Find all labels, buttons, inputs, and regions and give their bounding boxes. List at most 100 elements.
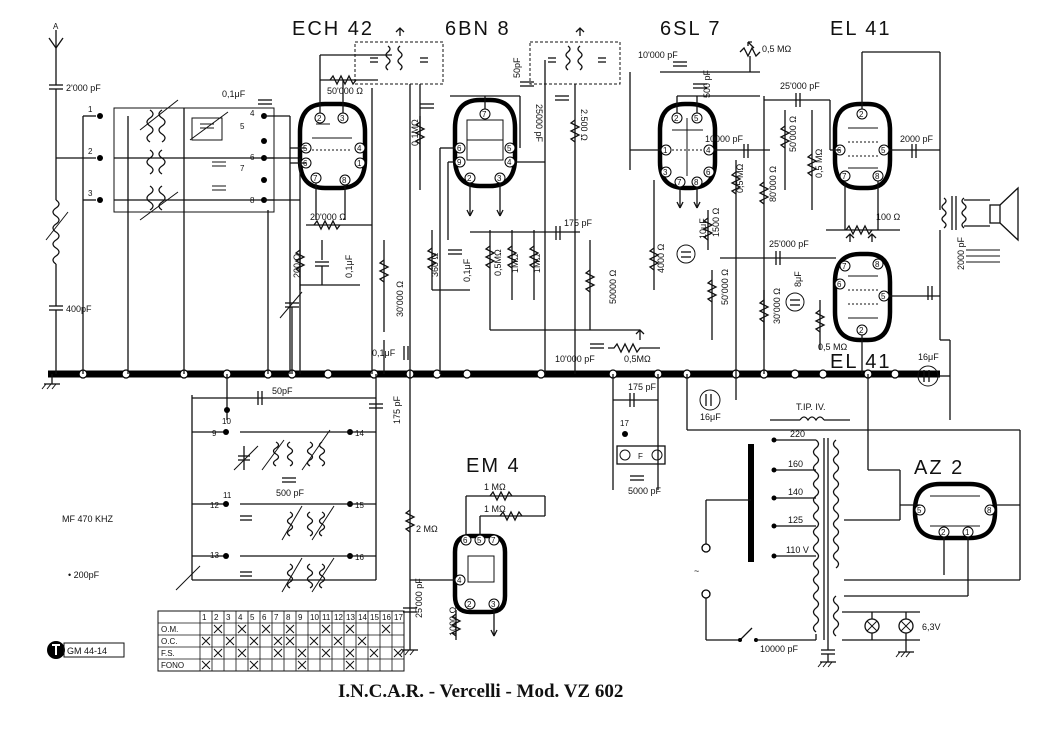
switch-col-header: 16	[382, 613, 391, 622]
r-30000-b-label: 30'000 Ω	[772, 288, 782, 324]
term-13: 13	[210, 551, 219, 560]
c-25000-a-label: 25'000 pF	[780, 81, 820, 91]
switch-mark	[273, 636, 283, 646]
c-175-if-label: 175 pF	[628, 382, 657, 392]
svg-text:5: 5	[477, 536, 482, 545]
r-4000-label: 4000 Ω	[656, 243, 666, 273]
voltage-selector[interactable]	[748, 444, 754, 562]
svg-text:2: 2	[674, 114, 679, 123]
switch-col-header: 3	[226, 613, 231, 622]
mains-switch[interactable]	[738, 627, 758, 642]
c-16uf-a-label: 16μF	[918, 352, 939, 362]
c-25000-em-label: 25'000 pF	[414, 578, 424, 618]
mf-note: MF 470 KHZ	[62, 514, 114, 524]
switch-mark	[333, 636, 343, 646]
tube-label-ech42: ECH 42	[292, 18, 374, 40]
r-50000-c-label: 50'000 Ω	[720, 269, 730, 305]
tube-6sl7: 2 5 1 4 3 6 7 8	[657, 101, 718, 191]
c-8uf-label: 8μF	[793, 271, 803, 287]
pickup-socket-f: F	[616, 445, 666, 465]
tube-label-em4: EM 4	[466, 455, 521, 477]
electrolytic-10uf	[676, 244, 696, 264]
badge-text: GM 44-14	[67, 646, 107, 656]
v-140-label: 140	[788, 487, 803, 497]
switch-mark	[285, 636, 295, 646]
c-175-top-label: 175 pF	[564, 218, 593, 228]
switch-mark	[297, 660, 307, 670]
term-3: 3	[88, 189, 93, 198]
switch-col-header: 6	[262, 613, 267, 622]
switch-row-label: O.C.	[161, 637, 177, 646]
r-1000-label: 1000 Ω	[448, 606, 458, 636]
svg-text:8: 8	[987, 506, 992, 515]
caption-title: I.N.C.A.R. - Vercelli - Mod. VZ 602	[338, 681, 623, 702]
svg-text:7: 7	[313, 174, 318, 183]
switch-mark	[237, 624, 247, 634]
r-50000-b-label: 50000 Ω	[608, 269, 618, 304]
svg-text:6: 6	[457, 144, 462, 153]
antenna-capacitor: 2'000 pF	[49, 62, 101, 200]
r-200-label: 200 Ω	[292, 253, 302, 278]
r-20000-label: 20'000 Ω	[310, 212, 346, 222]
svg-text:2: 2	[317, 114, 322, 123]
svg-text:7: 7	[677, 178, 682, 187]
switch-mark	[261, 624, 271, 634]
svg-text:5: 5	[881, 146, 886, 155]
c-10000-bus-label: 10'000 pF	[555, 354, 595, 364]
c-175-b-label: 175 pF	[392, 395, 402, 424]
switch-col-header: 8	[286, 613, 291, 622]
if-transformer-4	[240, 503, 340, 541]
tube-label-az2: AZ 2	[914, 457, 964, 479]
tube-label-6bn8: 6BN 8	[445, 18, 511, 40]
svg-text:5: 5	[917, 506, 922, 515]
switch-row-label: O.M.	[161, 625, 178, 634]
term-1: 1	[88, 105, 93, 114]
switch-mark	[309, 636, 319, 646]
term-14: 14	[355, 429, 364, 438]
term-4: 4	[250, 109, 255, 118]
svg-text:7: 7	[491, 536, 496, 545]
switch-mark	[393, 648, 403, 658]
c-10000-6sl7-label: 10'000 pF	[638, 50, 678, 60]
switch-col-header: 14	[358, 613, 367, 622]
svg-text:3: 3	[491, 600, 496, 609]
ground-symbol	[41, 374, 60, 390]
svg-text:6: 6	[463, 536, 468, 545]
c-500-if-label: 500 pF	[276, 488, 305, 498]
c-500pf-label: 500 pF	[702, 69, 712, 98]
c-2000-a-label: 2000 pF	[900, 134, 934, 144]
r-1500-label: 1500 Ω	[711, 207, 721, 237]
c-10000-b-label: 10000 pF	[705, 134, 744, 144]
v-63-label: 6,3V	[922, 622, 941, 632]
r-05m-d-label: 0,5 MΩ	[818, 342, 848, 352]
svg-text:1: 1	[663, 146, 668, 155]
svg-text:7: 7	[842, 262, 847, 271]
switch-mark	[381, 624, 391, 634]
switch-col-header: 11	[322, 613, 331, 622]
term-2: 2	[88, 147, 93, 156]
term-8: 8	[250, 196, 255, 205]
c-25000pf-label: 25000 pF	[534, 104, 544, 143]
r-360-label: 360 Ω	[430, 252, 440, 277]
term-17: 17	[620, 419, 629, 428]
svg-text:6: 6	[706, 168, 711, 177]
c-50pf-top-label: 50pF	[512, 57, 522, 78]
tube-em4: 6 5 7 4 2 3	[452, 533, 508, 615]
r-2500-label: 2.500 Ω	[579, 109, 589, 141]
switch-row-label: FONO	[161, 661, 184, 670]
svg-text:2: 2	[859, 110, 864, 119]
if-transformer-3	[233, 429, 340, 483]
tube-label-el41-top: EL 41	[830, 18, 892, 40]
badge-gm4414: GM 44-14	[47, 641, 125, 659]
svg-text:4: 4	[357, 144, 362, 153]
svg-text:5: 5	[881, 292, 886, 301]
pilot-lamp-2	[898, 618, 914, 634]
switch-mark	[297, 648, 307, 658]
ground-symbol-pwr	[817, 654, 836, 668]
if-transformer-1	[354, 27, 444, 85]
svg-text:8: 8	[342, 176, 347, 185]
switch-mark	[345, 624, 355, 634]
c-01-top-label: 0,1μF	[222, 89, 246, 99]
